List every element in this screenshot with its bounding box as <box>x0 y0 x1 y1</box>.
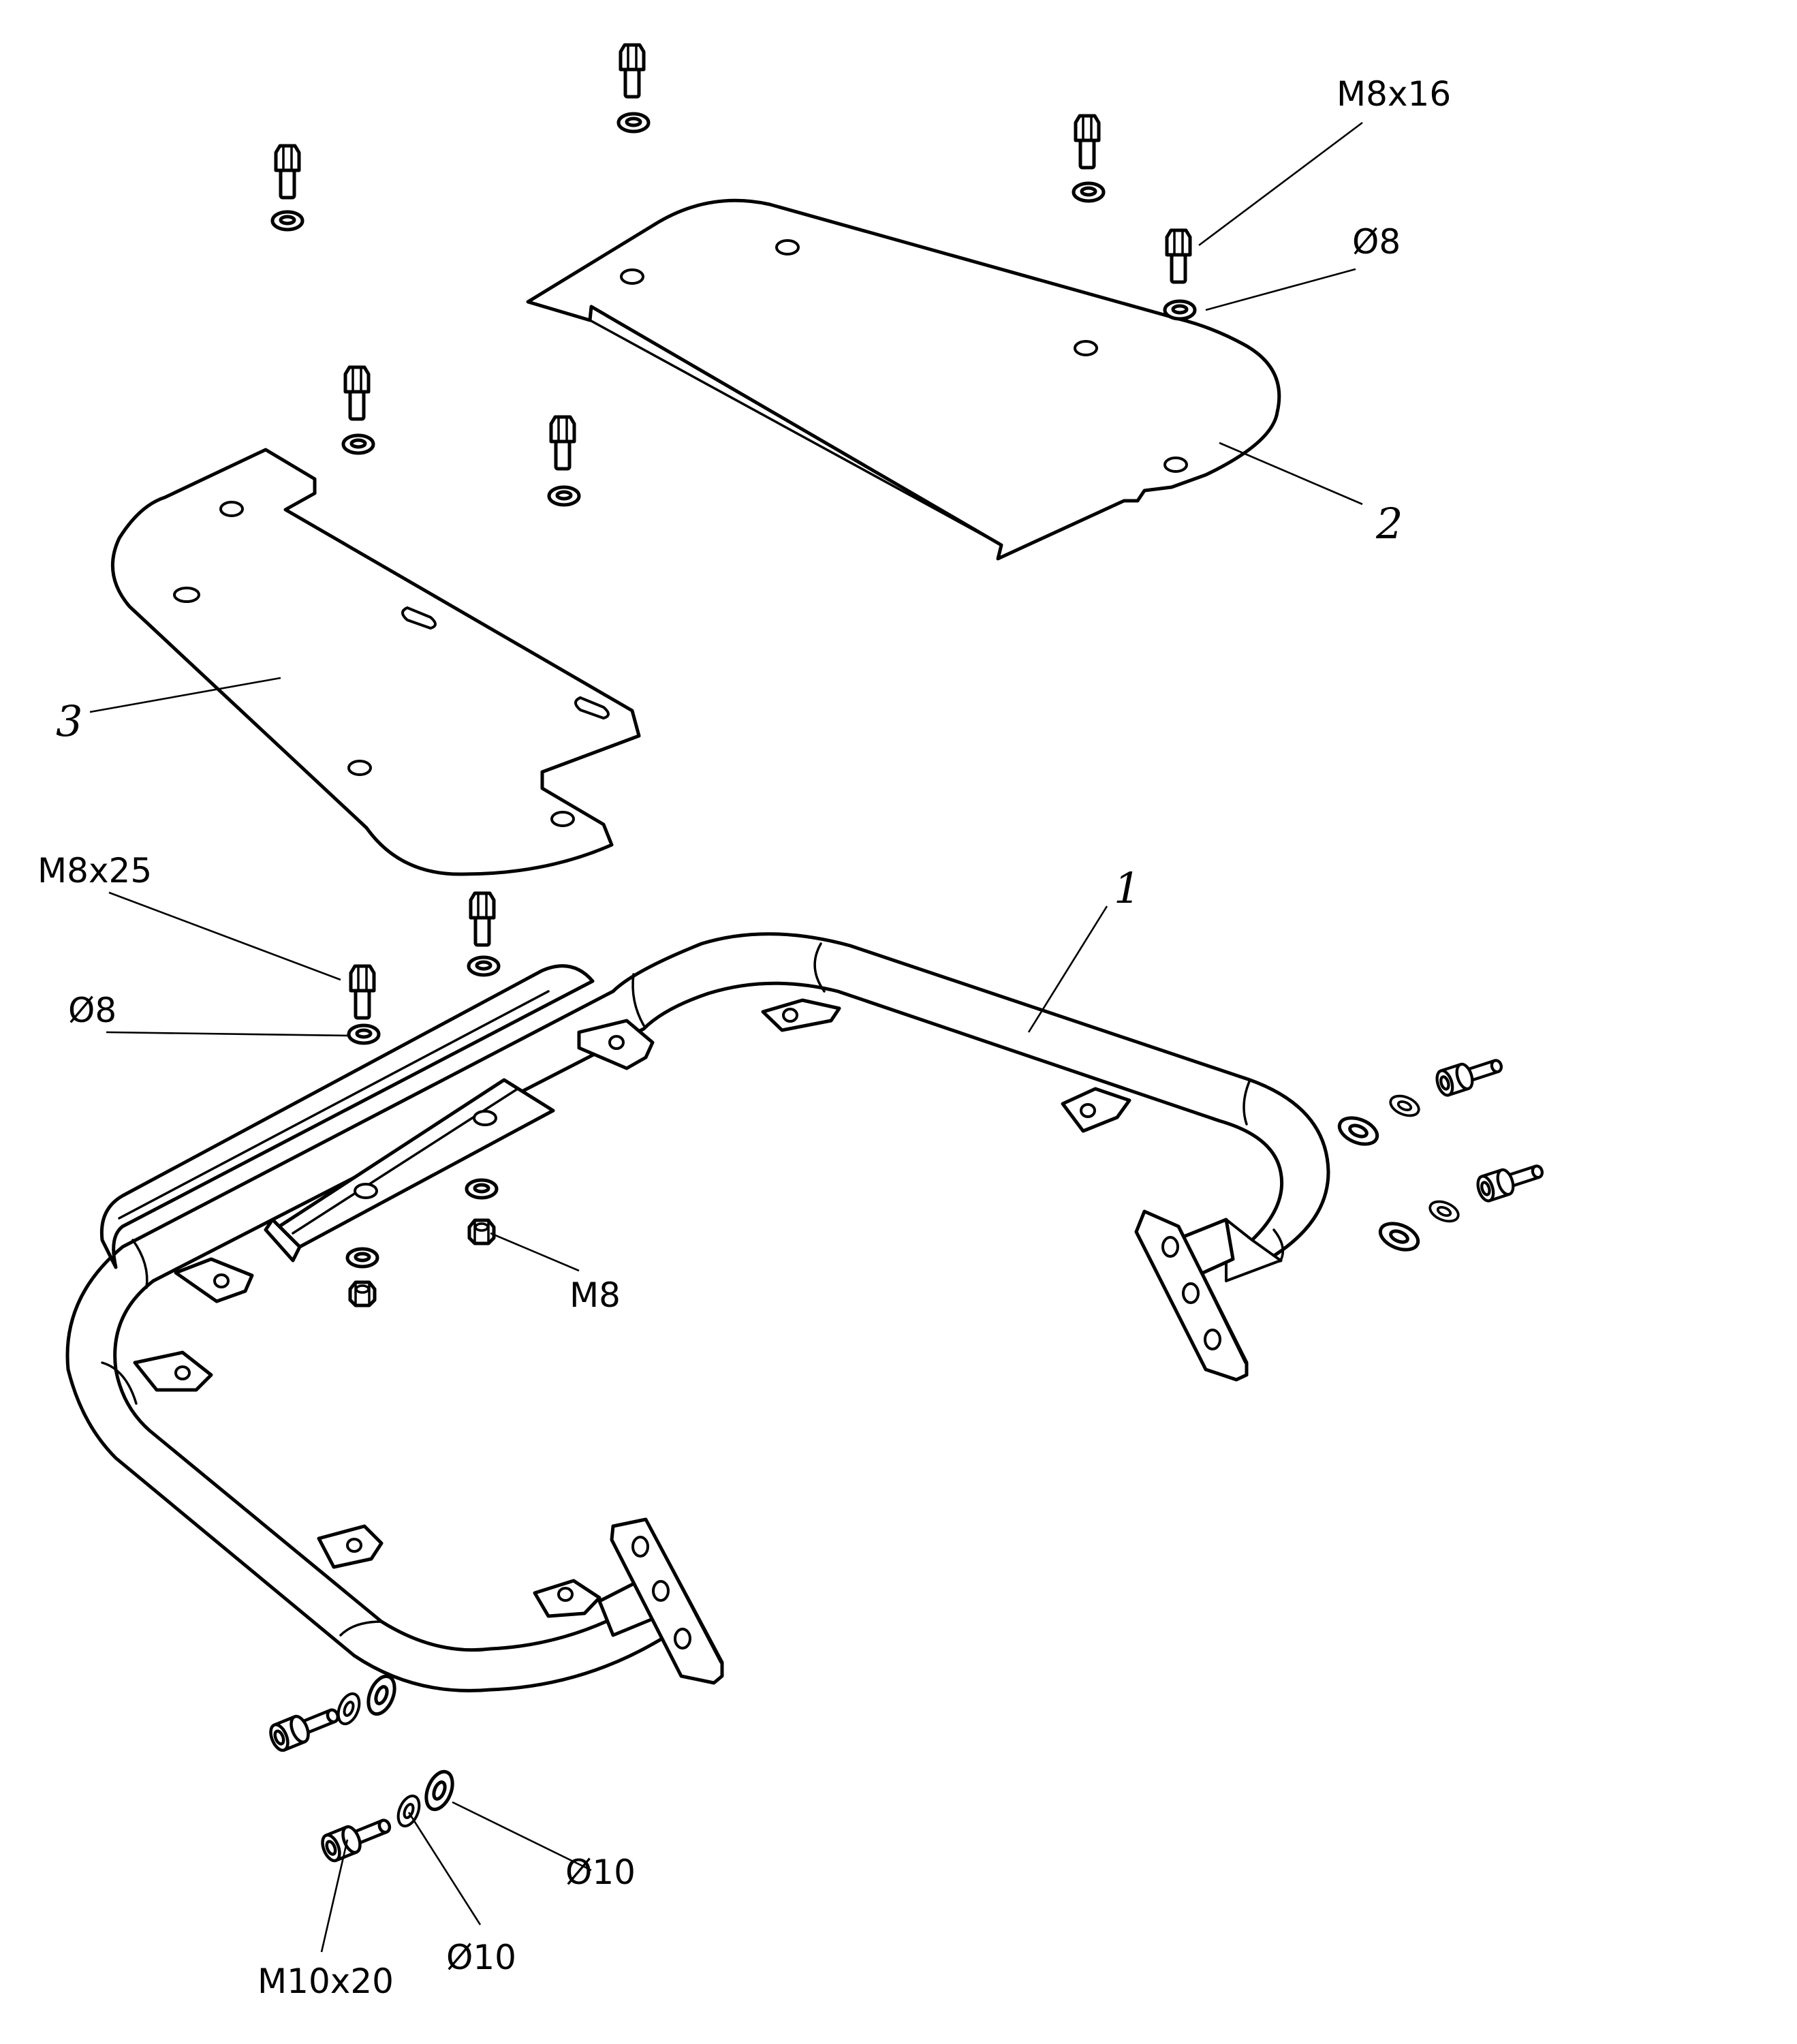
plate-part-2 <box>526 198 1281 561</box>
left-m10-fasteners <box>268 1673 458 1863</box>
label-part-1: 1 <box>1114 863 1140 913</box>
callout-labels: M8x16 Ø8 M8x25 Ø8 M8 M10x20 Ø10 Ø10 2 3 … <box>37 74 1451 2001</box>
label-part-3: 3 <box>56 696 82 746</box>
leader-lines <box>89 121 1363 1953</box>
right-m10-fasteners <box>1336 1053 1546 1255</box>
plate-part-3 <box>110 448 641 876</box>
top-fasteners <box>272 45 1195 1043</box>
label-washer-left: Ø8 <box>68 991 116 1030</box>
label-bolt-m8x16: M8x16 <box>1337 74 1451 114</box>
label-washer-top: Ø8 <box>1352 222 1401 262</box>
label-part-2: 2 <box>1375 499 1403 548</box>
frame-part-1 <box>65 932 1330 1692</box>
label-bolt-m10x20: M10x20 <box>257 1962 394 2001</box>
label-washer-flat: Ø10 <box>565 1853 636 1892</box>
label-washer-spring: Ø10 <box>446 1938 516 1977</box>
label-bolt-m8x25: M8x25 <box>37 851 152 891</box>
label-nut-m8: M8 <box>569 1275 621 1315</box>
